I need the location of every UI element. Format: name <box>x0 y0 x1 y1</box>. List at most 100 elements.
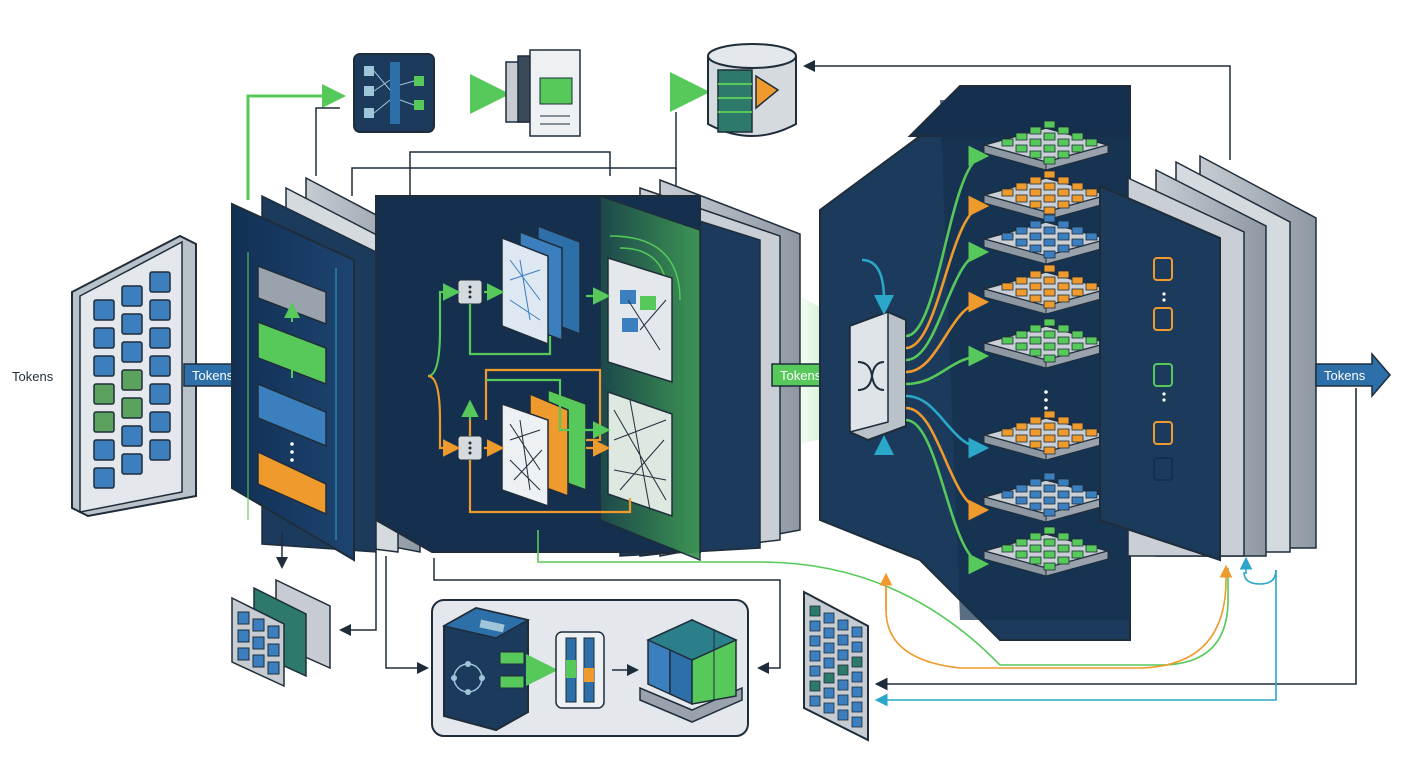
output-slot <box>1153 363 1173 387</box>
token-cell <box>121 425 143 447</box>
token-cell <box>93 355 115 377</box>
route-line <box>905 291 990 374</box>
grid-cell <box>823 687 835 699</box>
bottom-expert-panel <box>431 599 749 737</box>
grid-cell <box>809 620 821 632</box>
expert-tile-icon <box>981 410 1111 461</box>
top-router-box <box>353 53 435 133</box>
small-token-cell <box>252 636 265 650</box>
attention-output-bottom <box>607 390 673 518</box>
small-token-cell <box>237 629 250 643</box>
attention-block <box>375 178 801 562</box>
token-cell <box>121 341 143 363</box>
attention-head-top <box>501 224 581 346</box>
grid-cell <box>851 656 863 668</box>
small-token-stack <box>231 578 331 688</box>
route-line <box>905 406 990 521</box>
grid-cell <box>851 671 863 683</box>
route-line <box>905 345 990 386</box>
token-cell <box>121 313 143 335</box>
storage-cylinder-icon <box>707 43 797 137</box>
token-cell <box>149 271 171 293</box>
token-cell <box>149 383 171 405</box>
expert-tile-icon <box>981 472 1111 523</box>
branch-arrow-top <box>246 84 346 200</box>
output-slot <box>1153 257 1173 281</box>
output-slot <box>1153 307 1173 331</box>
grid-cell <box>851 701 863 713</box>
attention-head-bottom <box>501 388 587 508</box>
layer-block-gray <box>257 264 327 326</box>
grid-cell <box>851 686 863 698</box>
token-cell <box>93 439 115 461</box>
grid-cell <box>851 716 863 728</box>
expert-tile-icon <box>981 526 1111 577</box>
bottom-expert-cube <box>441 606 531 732</box>
grid-cell <box>851 641 863 653</box>
token-cell <box>93 383 115 405</box>
token-cell <box>149 327 171 349</box>
grid-cell <box>823 627 835 639</box>
grid-cell <box>809 635 821 647</box>
grid-cell <box>809 680 821 692</box>
route-line <box>905 394 990 459</box>
memory-stack-icon <box>505 49 581 137</box>
attention-node-top <box>457 279 483 305</box>
layer-block-orange <box>257 450 327 516</box>
attention-node-bottom <box>457 435 483 461</box>
token-cell <box>121 453 143 475</box>
grid-cell <box>823 612 835 624</box>
grid-cell <box>809 605 821 617</box>
grid-cell <box>809 695 821 707</box>
token-cell <box>149 299 171 321</box>
token-cell <box>149 411 171 433</box>
token-cell <box>93 299 115 321</box>
router-switch-icon <box>849 310 907 442</box>
input-tokens-label: Tokens <box>12 369 54 384</box>
output-slot <box>1153 421 1173 445</box>
grid-cell <box>837 634 849 646</box>
output-slot <box>1153 457 1173 481</box>
route-line <box>905 418 990 575</box>
token-cell <box>149 439 171 461</box>
grid-cell <box>837 619 849 631</box>
grid-cell <box>809 665 821 677</box>
token-cell <box>93 327 115 349</box>
token-cell <box>93 467 115 489</box>
router-arrow-label: Tokens <box>780 368 822 383</box>
grid-cell <box>837 679 849 691</box>
input-token-grid <box>71 234 197 518</box>
expert-tile-icon <box>981 170 1111 221</box>
grid-cell <box>823 702 835 714</box>
output-arrow-label: Tokens <box>1324 368 1366 383</box>
layer-block-blue <box>257 382 327 448</box>
output-tokens-arrow: Tokens <box>1315 351 1391 399</box>
input-arrow-label: Tokens <box>192 368 234 383</box>
token-cell <box>121 369 143 391</box>
small-token-cell <box>237 611 250 625</box>
grid-cell <box>823 642 835 654</box>
feedback-arrow-top <box>803 60 1231 160</box>
grid-cell <box>837 694 849 706</box>
grid-cell <box>823 657 835 669</box>
grid-cell <box>837 709 849 721</box>
route-line <box>905 145 990 338</box>
small-token-cell <box>252 654 265 668</box>
grid-cell <box>837 649 849 661</box>
token-cell <box>121 397 143 419</box>
token-cell <box>121 285 143 307</box>
bottom-grid-panel <box>803 590 869 742</box>
expert-tile-icon <box>981 214 1111 265</box>
route-line <box>905 241 990 362</box>
small-token-cell <box>237 647 250 661</box>
small-token-cell <box>252 618 265 632</box>
token-cell <box>149 355 171 377</box>
expert-tile-icon <box>981 120 1111 171</box>
grid-cell <box>809 650 821 662</box>
bottom-expert-blocks <box>639 618 743 723</box>
expert-cluster <box>819 85 1131 641</box>
grid-cell <box>837 664 849 676</box>
token-cell <box>93 411 115 433</box>
